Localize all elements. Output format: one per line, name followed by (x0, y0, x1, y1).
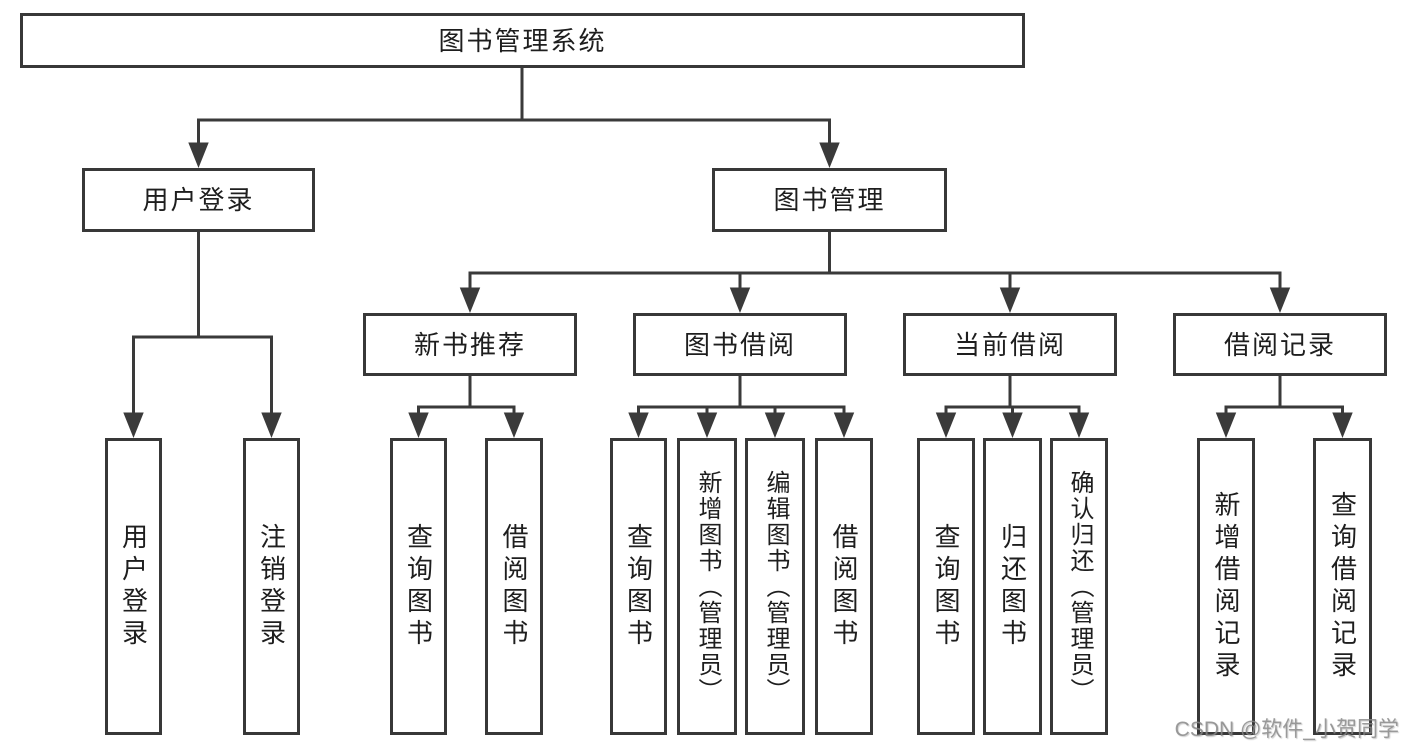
connector-current-borrow-children (935, 374, 1090, 439)
node-current-borrow-label: 当前借阅 (953, 329, 1066, 360)
arrowhead (764, 412, 786, 439)
node-new-book-recommend-label: 新书推荐 (413, 329, 526, 360)
node-book-management: 图书管理 (712, 168, 947, 232)
arrowhead (408, 412, 429, 439)
node-nbr-borrow-book-label: 借阅图书 (499, 522, 529, 651)
node-bb-query-book: 查询图书 (610, 438, 667, 735)
arrowhead (819, 142, 840, 169)
node-new-book-recommend: 新书推荐 (363, 313, 577, 376)
node-bb-borrow-book-label: 借阅图书 (829, 522, 859, 651)
connector-user-login-children (123, 230, 282, 439)
node-borrow-records: 借阅记录 (1173, 313, 1387, 376)
node-bb-query-book-label: 查询图书 (623, 522, 654, 651)
arrowhead (261, 412, 282, 439)
connector-book-management-children (459, 230, 1291, 314)
arrowhead (1269, 287, 1291, 314)
node-bb-borrow-book: 借阅图书 (815, 438, 873, 735)
arrowhead (188, 142, 209, 169)
node-cb-confirm-return-label: 确认归还（管理员） (1066, 469, 1093, 704)
node-user-login: 用户登录 (82, 168, 315, 232)
node-br-add-record: 新增借阅记录 (1197, 438, 1255, 735)
node-root: 图书管理系统 (20, 13, 1025, 68)
node-user-login-label: 用户登录 (142, 185, 255, 215)
connector-new-book-recommend-children (408, 374, 525, 439)
arrowhead (1215, 412, 1237, 439)
node-book-borrow: 图书借阅 (633, 313, 847, 376)
node-book-management-label: 图书管理 (773, 185, 886, 215)
arrowhead (459, 287, 481, 314)
node-br-add-record-label: 新增借阅记录 (1211, 490, 1241, 683)
arrowhead (935, 412, 957, 439)
csdn-watermark: CSDN @软件_小贺同学 (1174, 718, 1399, 741)
node-book-borrow-label: 图书借阅 (683, 329, 796, 360)
connector-borrow-records-children (1215, 374, 1353, 439)
arrowhead (628, 412, 649, 439)
node-leaf-user-login: 用户登录 (105, 438, 162, 735)
arrowhead (1332, 412, 1353, 439)
node-cb-return-book-label: 归还图书 (997, 522, 1028, 651)
arrowhead (1068, 412, 1090, 439)
node-root-label: 图书管理系统 (438, 25, 607, 56)
arrowhead (999, 287, 1021, 314)
connector-book-borrow-children (628, 374, 855, 439)
node-cb-return-book: 归还图书 (983, 438, 1042, 735)
arrowhead (1002, 412, 1023, 439)
connector-root-to-level2 (188, 66, 840, 169)
node-leaf-logout: 注销登录 (243, 438, 300, 735)
node-cb-confirm-return: 确认归还（管理员） (1050, 438, 1108, 735)
node-br-query-record-label: 查询借阅记录 (1327, 490, 1358, 683)
node-bb-edit-book: 编辑图书（管理员） (745, 438, 805, 735)
node-leaf-logout-label: 注销登录 (256, 522, 287, 651)
node-borrow-records-label: 借阅记录 (1223, 329, 1336, 360)
arrowhead (123, 412, 144, 439)
node-br-query-record: 查询借阅记录 (1313, 438, 1372, 735)
node-bb-edit-book-label: 编辑图书（管理员） (762, 469, 789, 704)
node-cb-query-book: 查询图书 (917, 438, 975, 735)
node-cb-query-book-label: 查询图书 (931, 522, 961, 651)
node-bb-add-book: 新增图书（管理员） (677, 438, 737, 735)
arrowhead (729, 287, 751, 314)
node-leaf-user-login-label: 用户登录 (118, 522, 149, 651)
node-nbr-borrow-book: 借阅图书 (485, 438, 543, 735)
arrowhead (696, 412, 718, 439)
node-nbr-query-book-label: 查询图书 (403, 522, 434, 651)
arrowhead (833, 412, 855, 439)
arrowhead (503, 412, 525, 439)
node-nbr-query-book: 查询图书 (390, 438, 447, 735)
node-current-borrow: 当前借阅 (903, 313, 1117, 376)
node-bb-add-book-label: 新增图书（管理员） (694, 469, 721, 704)
